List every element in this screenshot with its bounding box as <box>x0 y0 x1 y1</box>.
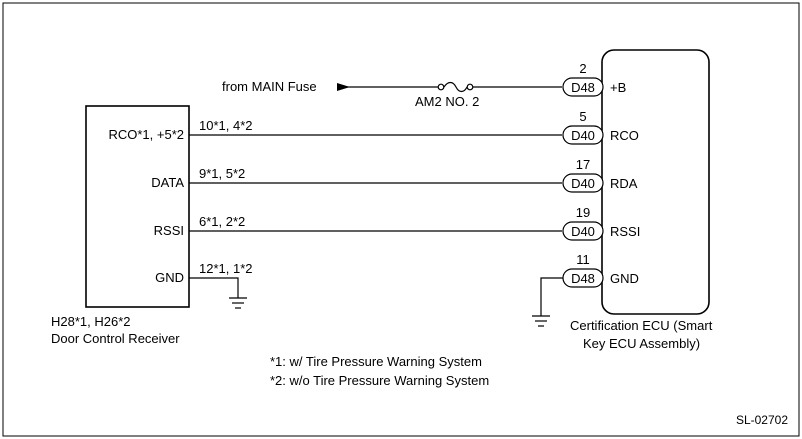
pin-number: 2 <box>579 61 586 76</box>
ecu-terminal-rco: RCO <box>610 128 639 143</box>
ground-icon-ecu <box>532 315 550 327</box>
fuse-icon <box>443 81 468 93</box>
pin-number: 5 <box>579 109 586 124</box>
receiver-name-line2: Door Control Receiver <box>51 331 180 346</box>
ecu-terminal-b: +B <box>610 80 626 95</box>
ecu-name-line2: Key ECU Assembly) <box>583 336 700 351</box>
fuse-label: AM2 NO. 2 <box>415 94 479 109</box>
fuse-terminal-right <box>466 83 474 91</box>
ecu-name-line1: Certification ECU (Smart <box>570 318 713 333</box>
receiver-pin-gnd: GND <box>155 270 184 285</box>
wire-label-data: 9*1, 5*2 <box>199 166 245 181</box>
wire-gnd-ecu <box>540 277 563 316</box>
ground-icon-receiver <box>229 297 247 309</box>
connector-d40-rda <box>562 173 604 193</box>
source-arrow-icon <box>337 83 350 91</box>
receiver-pin-rssi: RSSI <box>154 223 184 238</box>
ecu-terminal-rssi: RSSI <box>610 224 640 239</box>
connector-label: D40 <box>571 128 595 143</box>
receiver-pin-rco: RCO*1, +5*2 <box>108 127 184 142</box>
wire-label-gnd: 12*1, 1*2 <box>199 261 253 276</box>
wire-label-rco: 10*1, 4*2 <box>199 118 253 133</box>
note-2: *2: w/o Tire Pressure Warning System <box>270 373 489 388</box>
connector-d40-rco <box>562 125 604 145</box>
connector-label: D40 <box>571 224 595 239</box>
receiver-pin-data: DATA <box>151 175 184 190</box>
pin-number: 11 <box>576 252 590 267</box>
connector-label: D40 <box>571 176 595 191</box>
wire-label-rssi: 6*1, 2*2 <box>199 214 245 229</box>
ecu-terminal-rda: RDA <box>610 176 638 191</box>
receiver-box <box>85 105 190 308</box>
connector-label: D48 <box>571 80 595 95</box>
connector-label: D48 <box>571 271 595 286</box>
ecu-terminal-gnd: GND <box>610 271 639 286</box>
pin-number: 17 <box>576 157 590 172</box>
source-label: from MAIN Fuse <box>222 79 317 94</box>
connector-d48-b <box>562 77 604 97</box>
note-1: *1: w/ Tire Pressure Warning System <box>270 354 482 369</box>
connector-d40-rssi <box>562 221 604 241</box>
wire-gnd-receiver <box>189 277 239 298</box>
receiver-name-line1: H28*1, H26*2 <box>51 314 131 329</box>
pin-number: 19 <box>576 205 590 220</box>
fuse-terminal-left <box>437 83 445 91</box>
figure-id: SL-02702 <box>736 413 788 427</box>
